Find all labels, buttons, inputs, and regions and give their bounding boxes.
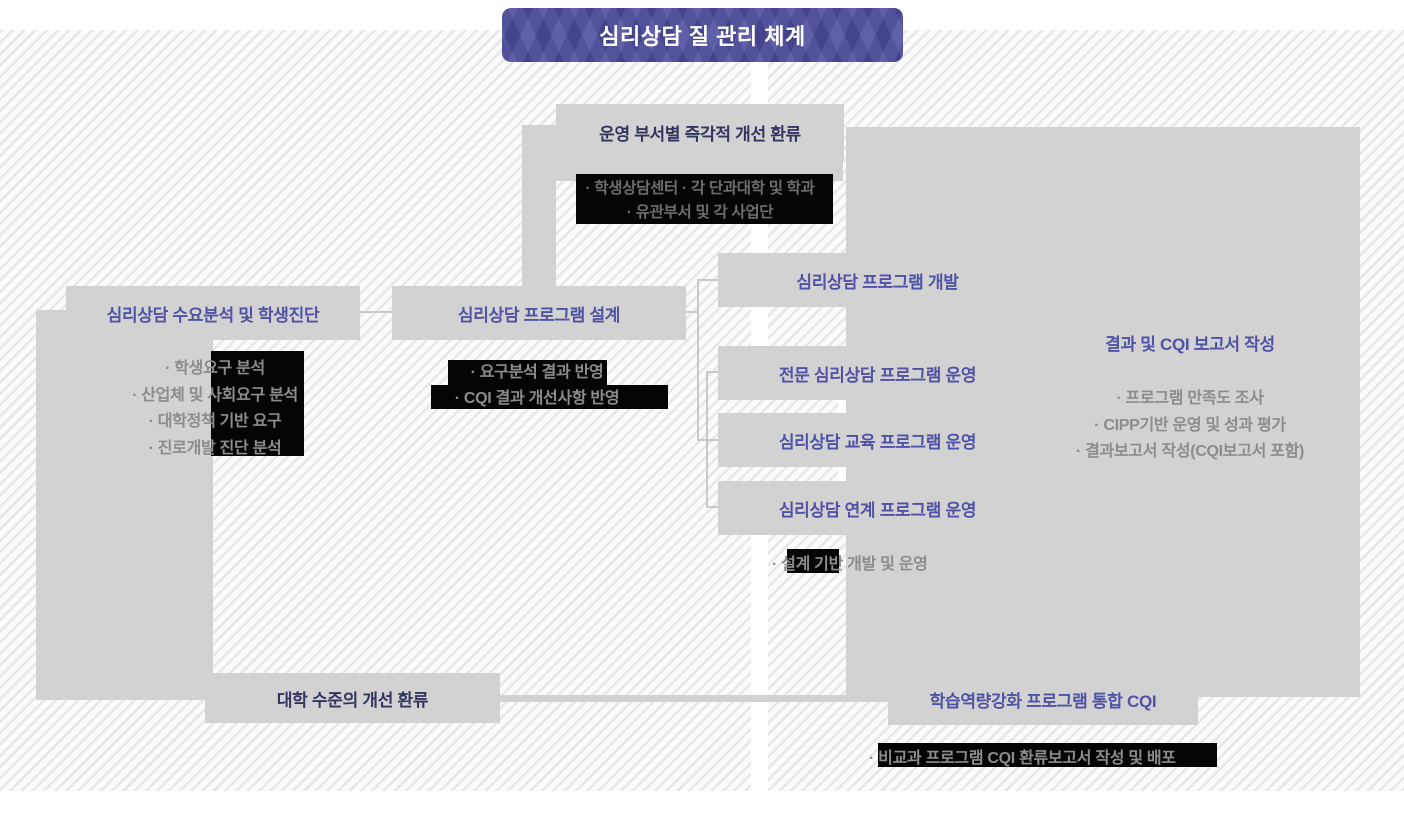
report-item: · 프로그램 만족도 조사 [1116,390,1264,407]
connector-design-spine [686,311,698,313]
dept-feedback-box [556,104,844,160]
integrated-cqi-note: · 비교과 프로그램 CQI 환류보고서 작성 및 배포 [869,750,1176,767]
univ-feedback-box [205,673,500,723]
demand-item: · 대학정책 기반 요구 [148,413,282,430]
demand-item: · 진로개발 진단 분석 [148,439,282,457]
connector-demand-design [360,311,392,313]
operate-link-title: 심리상담 연계 프로그램 운영 [778,500,977,520]
highlight-operate-note [787,549,839,573]
design-title: 심리상담 프로그램 설계 [457,305,621,325]
stub-operate-link [706,506,718,508]
integrated-cqi-box [888,673,1198,725]
design-item: · 요구분석 결과 반영 [470,364,604,381]
design-items: · 요구분석 결과 반영 · CQI 결과 개선사항 반영 [407,360,667,412]
dept-to-design-band [522,125,556,315]
report-item: · 결과보고서 작성(CQI보고서 포함) [1075,443,1305,460]
dept-feedback-item: · 학생상담센터 · 각 단과대학 및 학과 [585,180,815,197]
right-backdrop-panel [846,127,1360,697]
left-backdrop-panel [36,310,213,700]
operate-pro-title: 전문 심리상담 프로그램 운영 [778,365,977,385]
report-items: · 프로그램 만족도 조사 · CIPP기반 운영 및 성과 평가 · 결과보고… [1035,386,1345,466]
demand-items: · 학생요구 분석 · 산업체 및 사회요구 분석 · 대학정책 기반 요구 ·… [95,356,335,462]
demand-box [66,286,360,340]
bottom-connector-band [500,695,888,702]
integrated-cqi-title: 학습역량강화 프로그램 통합 CQI [929,691,1157,711]
highlight-cqi-note [878,743,1217,767]
operate-edu-title: 심리상담 교육 프로그램 운영 [778,432,977,452]
design-box [392,286,686,340]
dept-feedback-title: 운영 부서별 즉각적 개선 환류 [599,124,801,144]
stub-develop [697,279,718,281]
design-item: · CQI 결과 개선사항 반영 [454,390,620,407]
develop-title: 심리상담 프로그램 개발 [796,272,959,292]
operate-edu-box [718,413,1037,467]
highlight-dept-items [576,174,833,224]
highlight-design-item-2 [431,385,668,409]
dept-feedback-item: · 유관부서 및 각 사업단 [626,204,774,221]
bracket-spine-outer [697,279,699,441]
operate-link-box [718,481,1037,535]
highlight-demand-items [211,351,304,456]
diagram-title-banner: 심리상담 질 관리 체계 [502,8,903,62]
diagram-title: 심리상담 질 관리 체계 [599,24,806,49]
stub-operate-edu [697,439,718,441]
demand-title: 심리상담 수요분석 및 학생진단 [106,305,320,325]
stub-operate-pro [706,371,718,373]
report-title: 결과 및 CQI 보고서 작성 [1105,334,1275,354]
dept-feedback-items: · 학생상담센터 · 각 단과대학 및 학과 · 유관부서 및 각 사업단 [550,177,850,225]
develop-box [718,253,1037,307]
report-item: · CIPP기반 운영 및 성과 평가 [1094,416,1286,434]
operate-pro-box [718,346,1037,400]
center-white-stripe-bottom [751,535,768,791]
highlight-design-item-1 [448,360,607,385]
demand-item: · 학생요구 분석 [165,360,265,377]
operate-note: · 설계 기반 개발 및 운영 [772,556,928,573]
demand-item: · 산업체 및 사회요구 분석 [132,386,298,404]
univ-feedback-title: 대학 수준의 개선 환류 [276,690,429,710]
